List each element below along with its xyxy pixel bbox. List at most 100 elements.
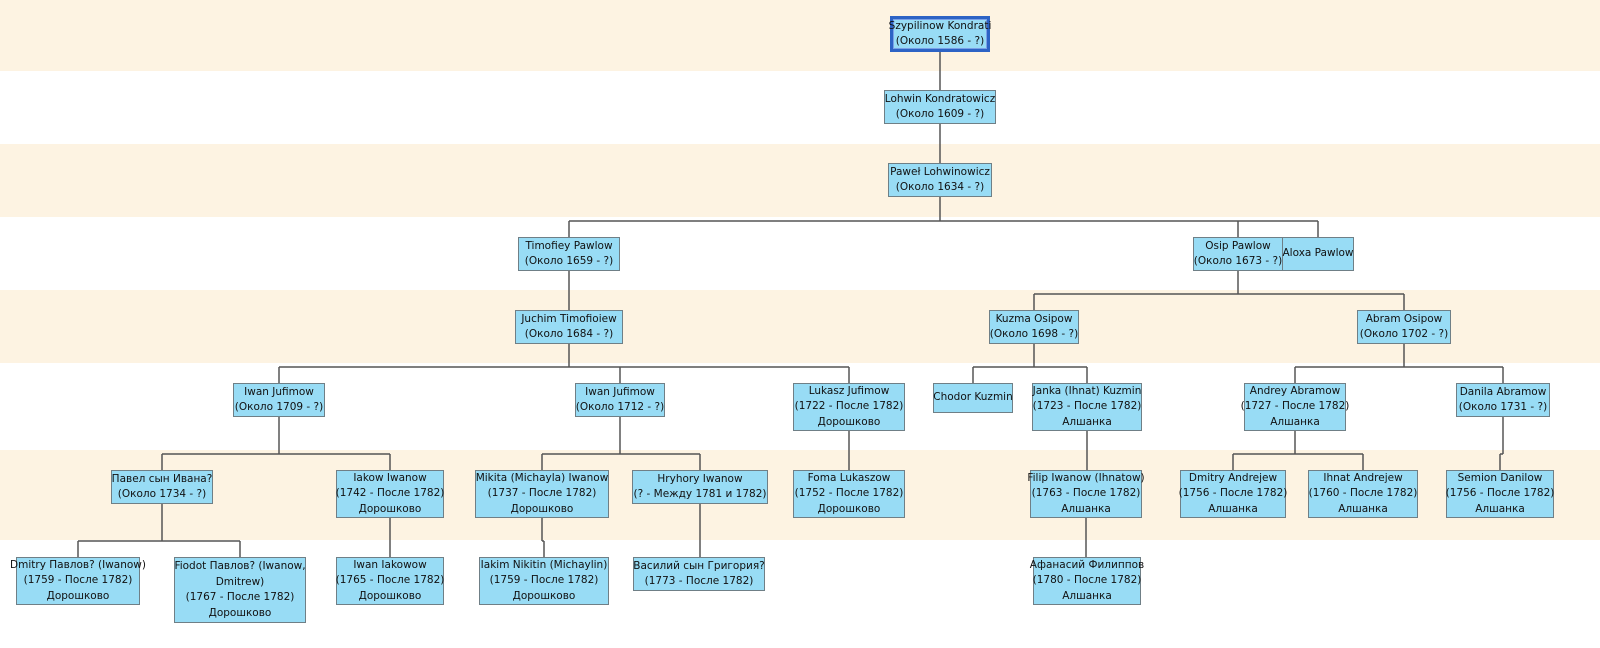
person-name: Dmitry Павлов? (Iwanow) xyxy=(10,558,146,571)
person-detail: Алшанка xyxy=(1338,502,1388,515)
generation-band xyxy=(0,71,1600,144)
person-node[interactable]: Ihnat Andrejew (1760 - После 1782) Алшанка xyxy=(1308,470,1418,518)
person-detail: (? - Между 1781 и 1782) xyxy=(633,488,767,500)
person-node[interactable]: Василий сын Григория? (1773 - После 1782) xyxy=(633,557,765,591)
person-name: Hryhory Iwanow xyxy=(657,472,743,485)
person-detail: (1756 - После 1782) xyxy=(1178,487,1288,500)
person-detail: (1780 - После 1782) xyxy=(1032,574,1142,587)
person-detail: (Около 1734 - ?) xyxy=(117,488,207,500)
person-detail: Дорошково xyxy=(46,589,110,602)
person-detail: (1742 - После 1782) xyxy=(335,487,445,500)
person-detail: Алшанка xyxy=(1062,589,1112,602)
person-name: Iwan Iakowow xyxy=(353,558,427,571)
person-node[interactable]: Juchim Timofioiew (Около 1684 - ?) xyxy=(515,310,623,344)
person-detail: (1727 - После 1782) xyxy=(1240,400,1350,413)
person-node-root[interactable]: Szypilinow Kondrati (Около 1586 - ?) xyxy=(888,16,992,52)
person-name: Juchim Timofioiew xyxy=(521,312,617,325)
person-detail: Дорошково xyxy=(510,502,574,515)
person-node[interactable]: Dmitry Павлов? (Iwanow) (1759 - После 178… xyxy=(10,557,146,605)
person-node[interactable]: Abram Osipow (Около 1702 - ?) xyxy=(1357,310,1451,344)
person-name: Афанасий Филиппов xyxy=(1029,558,1145,571)
person-name: Szypilinow Kondrati xyxy=(888,19,992,32)
person-node[interactable]: Iwan Iakowow(1765 - После 1782)Дорошково xyxy=(336,557,444,605)
person-detail: (1767 - После 1782) xyxy=(185,591,295,603)
person-node[interactable]: Andrey Abramow(1727 - После 1782)Алшанка xyxy=(1241,383,1349,431)
person-detail: (1763 - После 1782) xyxy=(1031,487,1141,500)
person-node[interactable]: Mikita (Michayla) Iwanow (1737 - После 17… xyxy=(475,470,609,518)
person-name: Василий сын Григория? xyxy=(633,559,765,572)
person-name: Dmitry Andrejew xyxy=(1188,471,1278,484)
person-detail: Dmitrew) xyxy=(215,575,265,588)
person-name: Semion Danilow xyxy=(1457,471,1543,484)
person-node[interactable]: Iakow Iwanow (1742 - После 1782) Дорошково xyxy=(336,470,444,518)
person-detail: (Около 1609 - ?) xyxy=(895,108,985,120)
person-name: Kuzma Osipow xyxy=(995,312,1073,325)
person-detail: (1752 - После 1782) xyxy=(794,487,904,500)
person-detail: (Около 1586 - ?) xyxy=(895,35,985,47)
person-detail: (1759 - После 1782) xyxy=(23,574,133,587)
person-detail: Алшанка xyxy=(1062,415,1112,428)
person-node[interactable]: Fiodot Павлов? (Iwanow,Dmitrew)(1767 - П… xyxy=(174,557,306,623)
person-detail: Дорошково xyxy=(208,606,272,619)
person-detail: (1759 - После 1782) xyxy=(489,574,599,587)
person-detail: (Около 1684 - ?) xyxy=(524,328,614,340)
person-name: Iakow Iwanow xyxy=(353,471,427,484)
person-node[interactable]: Павел сын Ивана? (Около 1734 - ?) xyxy=(111,470,213,504)
person-name: Chodor Kuzmin xyxy=(933,391,1013,404)
person-node[interactable]: Semion Danilow (1756 - После 1782) Алшанка xyxy=(1446,470,1554,518)
generation-band xyxy=(0,144,1600,217)
person-detail: Алшанка xyxy=(1475,502,1525,515)
person-node[interactable]: Iakim Nikitin (Michaylin) (1759 - После 1… xyxy=(479,557,609,605)
person-node[interactable]: Kuzma Osipow (Около 1698 - ?) xyxy=(989,310,1079,344)
person-detail: (Около 1709 - ?) xyxy=(234,401,324,413)
person-node[interactable]: Aloxa Pawlow xyxy=(1282,237,1354,271)
person-detail: (Около 1659 - ?) xyxy=(524,255,614,267)
person-node[interactable]: Danila Abramow(Около 1731 - ?) xyxy=(1456,383,1550,417)
person-node[interactable]: Foma Lukaszow (1752 - После 1782) Дорошков… xyxy=(793,470,905,518)
person-detail: (1773 - После 1782) xyxy=(644,575,754,587)
person-detail: (Около 1698 - ?) xyxy=(989,328,1079,340)
person-node[interactable]: Filip Iwanow (Ihnatow)(1763 - После 1782… xyxy=(1027,470,1145,518)
person-name: Andrey Abramow xyxy=(1249,384,1341,397)
person-node[interactable]: Dmitry Andrejew (1756 - После 1782) Алшанк… xyxy=(1178,470,1288,518)
person-name: Iwan Jufimow xyxy=(244,385,314,398)
generation-band xyxy=(0,0,1600,71)
person-node[interactable]: Osip Pawlow(Около 1673 - ?) xyxy=(1193,237,1283,271)
generation-band xyxy=(0,217,1600,290)
person-name: Ihnat Andrejew xyxy=(1323,471,1403,484)
person-name: Iakim Nikitin (Michaylin) xyxy=(480,558,608,571)
person-detail: (1756 - После 1782) xyxy=(1445,487,1555,500)
person-detail: Дорошково xyxy=(512,589,576,602)
person-node[interactable]: Iwan Jufimow (Около 1712 - ?) xyxy=(575,383,665,417)
person-node[interactable]: Афанасий Филиппов (1780 - После 1782) Алша… xyxy=(1029,557,1145,605)
person-detail: Дорошково xyxy=(358,589,422,602)
generation-band xyxy=(0,290,1600,363)
person-node[interactable]: Chodor Kuzmin xyxy=(933,383,1013,413)
person-name: Timofiey Pawlow xyxy=(525,239,613,252)
person-node[interactable]: Lohwin Kondratowicz (Около 1609 - ?) xyxy=(884,90,996,124)
person-node[interactable]: Lukasz Jufimow(1722 - После 1782)Дорошко… xyxy=(793,383,905,431)
person-name: Iwan Jufimow xyxy=(585,385,655,398)
person-detail: (1737 - После 1782) xyxy=(487,487,597,500)
person-name: Mikita (Michayla) Iwanow xyxy=(475,471,609,484)
person-detail: (Около 1712 - ?) xyxy=(575,401,665,413)
person-name: Abram Osipow xyxy=(1365,312,1443,325)
person-node[interactable]: Janka (Ihnat) Kuzmin(1723 - После 1782)А… xyxy=(1032,383,1142,431)
person-detail: (Около 1702 - ?) xyxy=(1359,328,1449,340)
person-name: Danila Abramow xyxy=(1459,385,1547,398)
person-detail: Алшанка xyxy=(1208,502,1258,515)
person-name: Павел сын Ивана? xyxy=(111,472,213,485)
person-detail: Дорошково xyxy=(358,502,422,515)
person-name: Foma Lukaszow xyxy=(807,471,891,484)
person-detail: Дорошково xyxy=(817,502,881,515)
person-name: Osip Pawlow xyxy=(1205,239,1271,252)
person-name: Lohwin Kondratowicz xyxy=(884,92,996,105)
person-detail: Алшанка xyxy=(1061,502,1111,515)
person-node[interactable]: Timofiey Pawlow (Около 1659 - ?) xyxy=(518,237,620,271)
person-node[interactable]: Hryhory Iwanow (? - Между 1781 и 1782) xyxy=(632,470,768,504)
person-name: Paweł Lohwinowicz xyxy=(890,165,990,178)
person-node[interactable]: Paweł Lohwinowicz(Около 1634 - ?) xyxy=(888,163,992,197)
person-detail: (1760 - После 1782) xyxy=(1308,487,1418,500)
person-node[interactable]: Iwan Jufimow (Около 1709 - ?) xyxy=(233,383,325,417)
